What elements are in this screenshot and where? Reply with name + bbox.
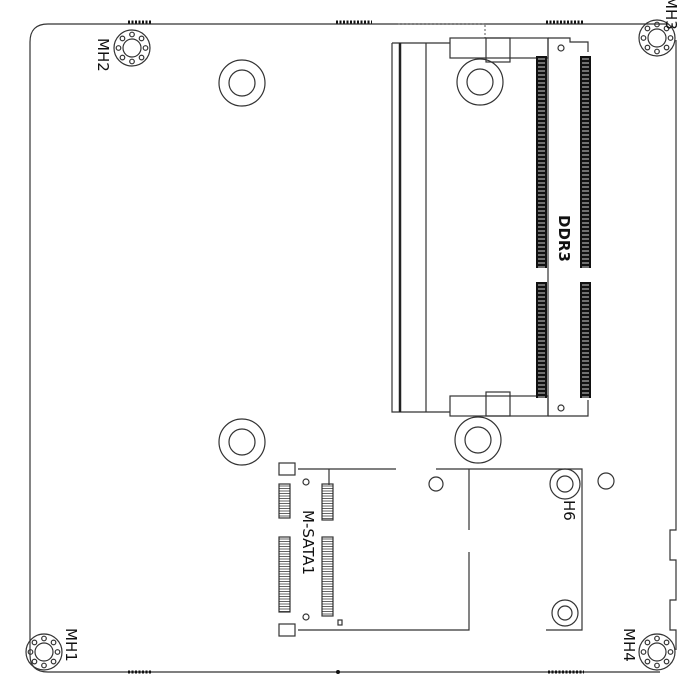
via — [654, 662, 660, 669]
edge-dots — [128, 20, 584, 674]
mounting-hole-mh1 — [25, 633, 63, 671]
label-mh2: MH2 — [94, 38, 112, 72]
via — [663, 639, 670, 646]
via — [115, 45, 122, 51]
via — [27, 649, 34, 655]
via — [50, 639, 57, 646]
via — [644, 639, 651, 646]
via — [129, 58, 135, 65]
via — [644, 25, 651, 32]
pin-row — [580, 282, 591, 398]
via — [31, 658, 38, 665]
via — [119, 54, 126, 61]
via — [138, 54, 145, 61]
via — [54, 649, 61, 655]
label-ddr3: DDR3 — [555, 215, 573, 262]
standoffs — [218, 58, 504, 466]
via — [129, 31, 135, 38]
via — [644, 44, 651, 51]
via — [644, 658, 651, 665]
via — [640, 35, 647, 41]
via — [142, 45, 149, 51]
via — [138, 35, 145, 42]
pin-row — [321, 483, 334, 521]
ddr3-pins — [536, 56, 591, 398]
via — [119, 35, 126, 42]
msata-pins — [278, 483, 334, 617]
mounting-hole-vias — [27, 21, 674, 669]
label-h6: H6 — [560, 500, 578, 521]
via — [41, 635, 47, 642]
via — [654, 48, 660, 55]
via — [663, 658, 670, 665]
via — [41, 662, 47, 669]
via — [50, 658, 57, 665]
via — [667, 649, 674, 655]
label-mh4: MH4 — [620, 628, 638, 662]
mounting-hole-mh3 — [638, 19, 676, 57]
via — [654, 21, 660, 28]
pin-row — [536, 56, 547, 268]
via — [663, 25, 670, 32]
via — [663, 44, 670, 51]
board-outline — [29, 23, 677, 673]
via — [31, 639, 38, 646]
pin-row — [536, 282, 547, 398]
label-mh1: MH1 — [62, 628, 80, 662]
via — [667, 35, 674, 41]
msata-slot — [278, 462, 615, 637]
via — [654, 635, 660, 642]
pin-row — [580, 56, 591, 268]
pin-row — [278, 536, 291, 613]
via — [640, 649, 647, 655]
ddr3-socket — [391, 37, 591, 417]
mounting-hole-mh4 — [638, 633, 676, 671]
label-msata1: M-SATA1 — [299, 510, 317, 575]
label-mh3: MH3 — [662, 0, 680, 30]
mounting-hole-mh2 — [113, 29, 151, 67]
